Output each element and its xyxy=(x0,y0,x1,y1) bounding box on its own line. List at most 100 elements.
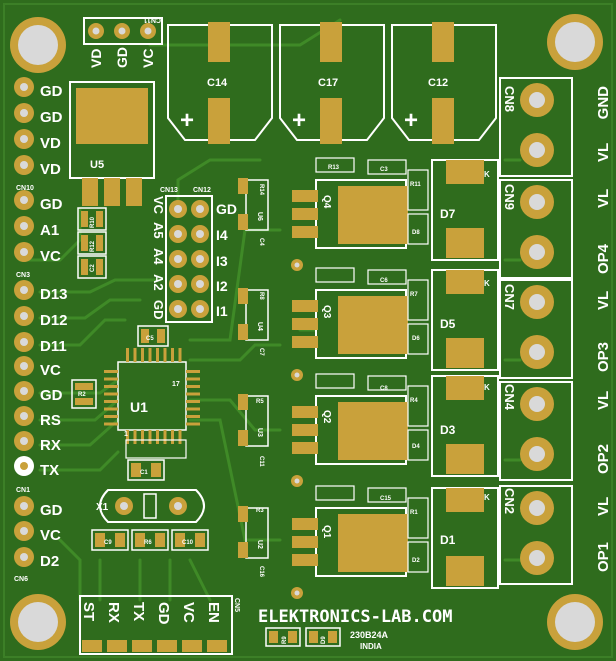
terminal-hole xyxy=(529,550,545,566)
mcu-pin xyxy=(156,348,159,362)
in-right-i4: I4 xyxy=(216,227,228,243)
mcu-pin xyxy=(133,430,137,444)
cn5-pad xyxy=(207,640,227,652)
out-vl-3: VL xyxy=(595,291,612,310)
left-pin-d11: D11 xyxy=(40,338,67,355)
mcu-pin xyxy=(104,400,118,403)
cn5-pad xyxy=(182,640,202,652)
left-header-hole xyxy=(20,196,28,204)
cn5-label: CN5 xyxy=(233,598,240,612)
mcu-pin xyxy=(186,370,200,373)
in-top-a4: A4 xyxy=(151,248,166,265)
ch2-led-label: D6 xyxy=(412,336,420,342)
cap-outline xyxy=(367,375,407,391)
cn5-pad xyxy=(132,640,152,652)
input-header-hole xyxy=(174,305,182,313)
mcu-pin xyxy=(163,430,167,444)
opto-pad xyxy=(238,506,248,522)
capacitors-top xyxy=(167,24,497,141)
mosfet-tab xyxy=(338,296,408,354)
c9-label: C9 xyxy=(104,540,112,546)
u1-pin1-mark: 1 xyxy=(124,431,128,438)
terminal-hole xyxy=(529,244,545,260)
brand-text: ELEKTRONICS-LAB.COM xyxy=(258,607,452,627)
left-pin-vc-2: VC xyxy=(40,362,61,379)
diode-pad xyxy=(446,270,484,294)
bottom-pin-en: EN xyxy=(205,602,222,623)
in-right-gd: GD xyxy=(216,201,237,217)
cap-c12-plus: + xyxy=(404,107,418,134)
bottom-pin-gd: GD xyxy=(155,602,172,625)
cn6-label: CN6 xyxy=(14,576,28,583)
mcu-pin xyxy=(171,430,174,444)
ch3-c11-label: C11 xyxy=(258,456,264,467)
u5-regulator xyxy=(69,81,155,206)
d9-label: D9 xyxy=(321,636,327,644)
out-gnd: GND xyxy=(595,86,612,120)
u1-pin17-mark: 17 xyxy=(172,381,180,388)
cn5-pad xyxy=(157,640,177,652)
cn4-label: CN4 xyxy=(502,384,517,411)
ch1-r13-label: R13 xyxy=(328,165,340,171)
out-vl-5: VL xyxy=(595,497,612,516)
c5-label: C5 xyxy=(146,336,154,342)
mcu-pin xyxy=(163,348,167,362)
mcu-pin-row-outline xyxy=(125,439,187,459)
cn7-label: CN7 xyxy=(502,284,517,310)
left-header-pads xyxy=(14,77,34,567)
terminal-hole xyxy=(529,294,545,310)
mcu-pin xyxy=(104,385,118,388)
ch2-diode-label: D5 xyxy=(440,317,456,331)
out-op3: OP3 xyxy=(595,342,612,372)
led-outline xyxy=(407,541,429,573)
via-hole xyxy=(294,478,300,484)
left-pin-vd-2: VD xyxy=(40,161,61,178)
cn11-header: CN11 VD GD VC xyxy=(83,16,163,68)
cn8-label: CN8 xyxy=(502,86,517,112)
input-header-hole xyxy=(196,205,204,213)
cn12-label: CN12 xyxy=(193,187,211,194)
left-pin-vc-3: VC xyxy=(40,527,61,544)
opto-pad xyxy=(238,394,248,410)
resistor-outline xyxy=(315,267,355,283)
out-vl-4: VL xyxy=(595,391,612,410)
left-pin-vd-1: VD xyxy=(40,135,61,152)
mosfet-leg xyxy=(292,536,318,548)
input-header-outline xyxy=(165,195,213,323)
cap-outline xyxy=(367,487,407,503)
ch2-mosfet-label: Q3 xyxy=(321,305,332,319)
cn1-label: CN1 xyxy=(16,487,30,494)
mosfet-leg xyxy=(292,442,318,454)
left-pin-rx: RX xyxy=(40,437,61,454)
ch1-mosfet-label: Q4 xyxy=(321,195,332,209)
cn5-pad xyxy=(82,640,102,652)
left-header-hole xyxy=(20,387,28,395)
opto-pad xyxy=(238,324,248,340)
via-hole xyxy=(294,372,300,378)
terminal-hole xyxy=(529,92,545,108)
diode-pad xyxy=(446,444,484,474)
resistor-outline xyxy=(407,385,429,427)
bottom-pin-rx: RX xyxy=(105,602,122,623)
mcu-pin xyxy=(148,430,152,444)
mcu-pin xyxy=(148,348,152,362)
left-header-hole xyxy=(20,312,28,320)
u1-label: U1 xyxy=(130,399,148,415)
in-top-a5: A5 xyxy=(151,222,166,239)
ch1-r11-label: R11 xyxy=(410,182,421,188)
left-header-hole xyxy=(20,527,28,535)
terminal-hole xyxy=(529,446,545,462)
left-pin-d2: D2 xyxy=(40,553,59,570)
left-header-hole xyxy=(20,553,28,561)
opto-pad xyxy=(238,214,248,230)
mosfet-leg xyxy=(292,208,318,220)
left-header-hole xyxy=(20,437,28,445)
input-header-hole xyxy=(174,255,182,263)
left-header-hole xyxy=(20,135,28,143)
diode-pad xyxy=(446,376,484,400)
cap-c14-label: C14 xyxy=(207,77,228,89)
ch4-opto-label: U2 xyxy=(256,540,263,549)
terminal-blocks xyxy=(499,77,573,585)
opto-pad xyxy=(238,542,248,558)
